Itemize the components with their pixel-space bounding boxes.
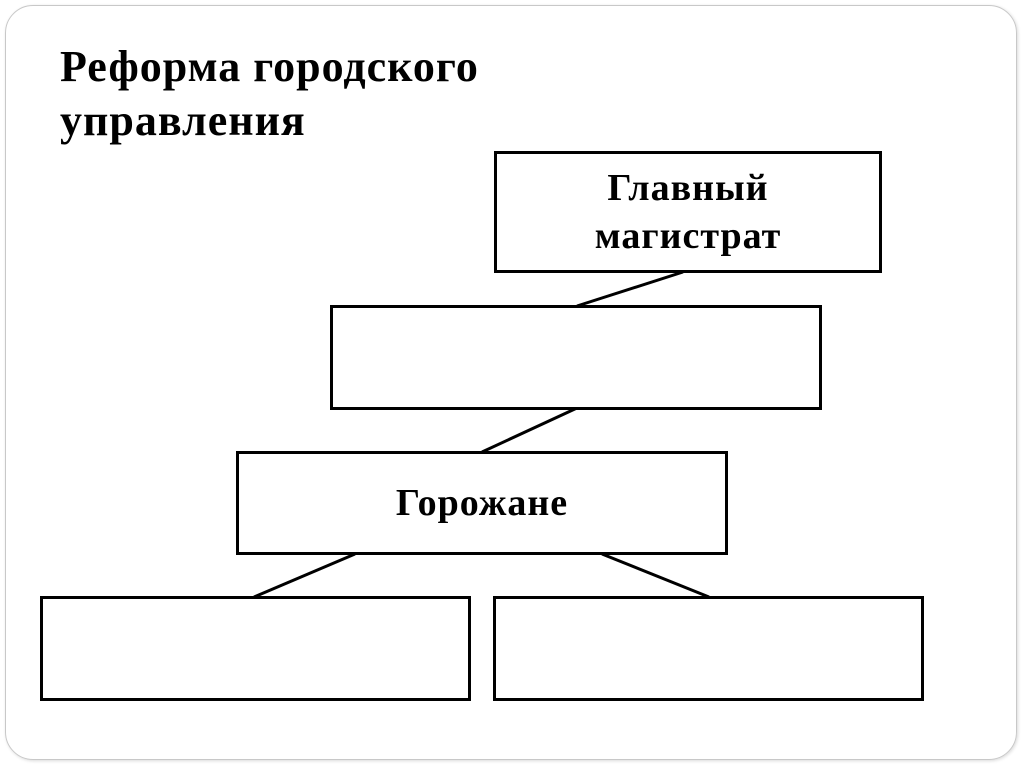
box-main-magistrate: Главный магистрат [494,151,882,273]
box-level2-blank [330,305,822,410]
box-main-magistrate-line-2: магистрат [594,215,782,257]
connector-magistrate-to-level2 [576,270,684,308]
box-townspeople: Горожане [236,451,728,555]
box-main-magistrate-line-1: Главный [607,167,769,209]
slide-title-line-2: управления [60,96,306,145]
slide-frame [5,5,1017,760]
connector-townspeople-to-bottom-right [601,552,710,599]
box-bottom-left-blank [40,596,471,701]
slide-title: Реформа городского управления [60,40,479,148]
box-bottom-right-blank [493,596,924,701]
slide-title-line-1: Реформа городского [60,42,479,91]
box-townspeople-label: Горожане [395,482,569,524]
connector-level2-to-townspeople [481,406,578,454]
connector-townspeople-to-bottom-left [253,552,356,599]
